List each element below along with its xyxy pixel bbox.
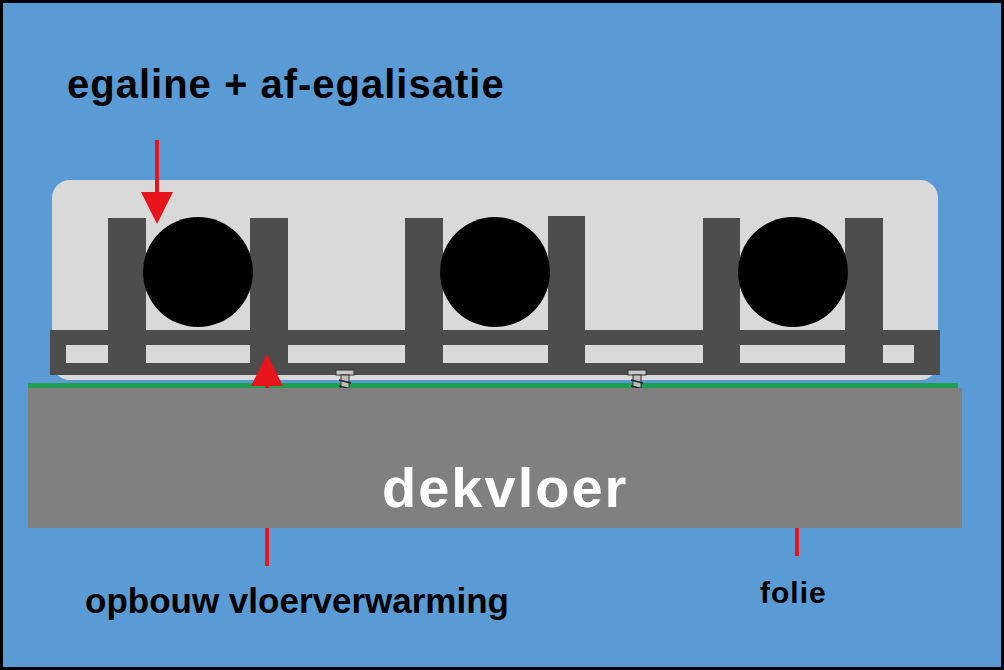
callout-label: folie: [760, 576, 827, 609]
egaline-layer: [52, 180, 938, 380]
leader-arrows: [157, 140, 797, 566]
callout-label: egaline + af-egalisatie: [67, 62, 505, 106]
heating-pipes: [143, 217, 848, 327]
screws: [336, 370, 646, 441]
foil-line: [28, 383, 958, 388]
layer-label: dekvloer: [382, 460, 628, 516]
callout-label: opbouw vloerverwarming: [85, 582, 509, 621]
rail-holes: [66, 345, 914, 363]
screed-slab: dekvloer: [28, 388, 962, 528]
heating-rail: [50, 216, 940, 375]
